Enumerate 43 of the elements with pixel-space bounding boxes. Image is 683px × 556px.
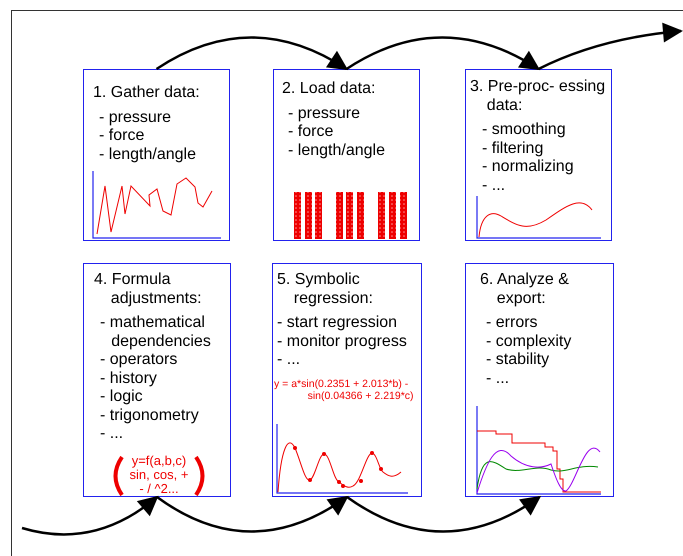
list-item: - pressure	[288, 104, 362, 123]
arrow	[346, 36, 540, 70]
list-item: - force	[288, 123, 334, 142]
list-item: - stability	[486, 351, 550, 370]
list-item: - ...	[277, 351, 302, 370]
list-item: - complexity	[486, 332, 572, 351]
step-title: 2. Load data:	[282, 80, 376, 98]
list-item: - smoothing	[482, 121, 567, 140]
step-title: 6. Analyze & export:	[480, 271, 570, 308]
step-box	[83, 263, 231, 497]
list-item: - logic	[100, 388, 144, 406]
list-item: - pressure	[99, 108, 172, 127]
arrow	[22, 496, 159, 536]
list-item: - ...	[100, 425, 124, 444]
arrow	[156, 36, 348, 70]
list-item: - ...	[486, 370, 510, 388]
step-box	[465, 263, 614, 497]
list-item: - history	[100, 370, 158, 388]
step-box	[272, 263, 422, 497]
list-item: - operators	[100, 351, 178, 370]
arrow	[156, 496, 349, 533]
formula-text: y=f(a,b,c) sin, cos, + - / ^2...	[128, 454, 190, 496]
list-item: - start regression	[277, 314, 398, 332]
list-item: - monitor progress	[277, 332, 408, 351]
list-item: - length/angle	[288, 142, 386, 160]
list-item: - normalizing	[482, 158, 575, 176]
list-item: - ...	[482, 176, 506, 195]
list-item: - length/angle	[99, 146, 197, 164]
step-box	[465, 69, 612, 241]
step-title: 5. Symbolic regression:	[277, 271, 374, 308]
formula-text: y = a*sin(0.2351 + 2.013*b) - sin(0.04366 + 2.219*c)	[274, 378, 415, 402]
step-title: 1. Gather data:	[93, 84, 201, 102]
arrow	[538, 22, 683, 70]
step-title: 3. Pre-proc- essing data:	[470, 78, 606, 115]
list-item: - force	[99, 127, 146, 146]
step-box	[83, 69, 230, 241]
list-item: - trigonometry	[100, 406, 200, 425]
list-item: - errors	[486, 314, 539, 332]
step-title: 4. Formula adjustments:	[94, 271, 203, 308]
list-item: - mathematical dependencies	[100, 314, 212, 351]
step-box	[273, 69, 420, 241]
list-item: - filtering	[482, 140, 544, 158]
arrow	[346, 496, 542, 533]
